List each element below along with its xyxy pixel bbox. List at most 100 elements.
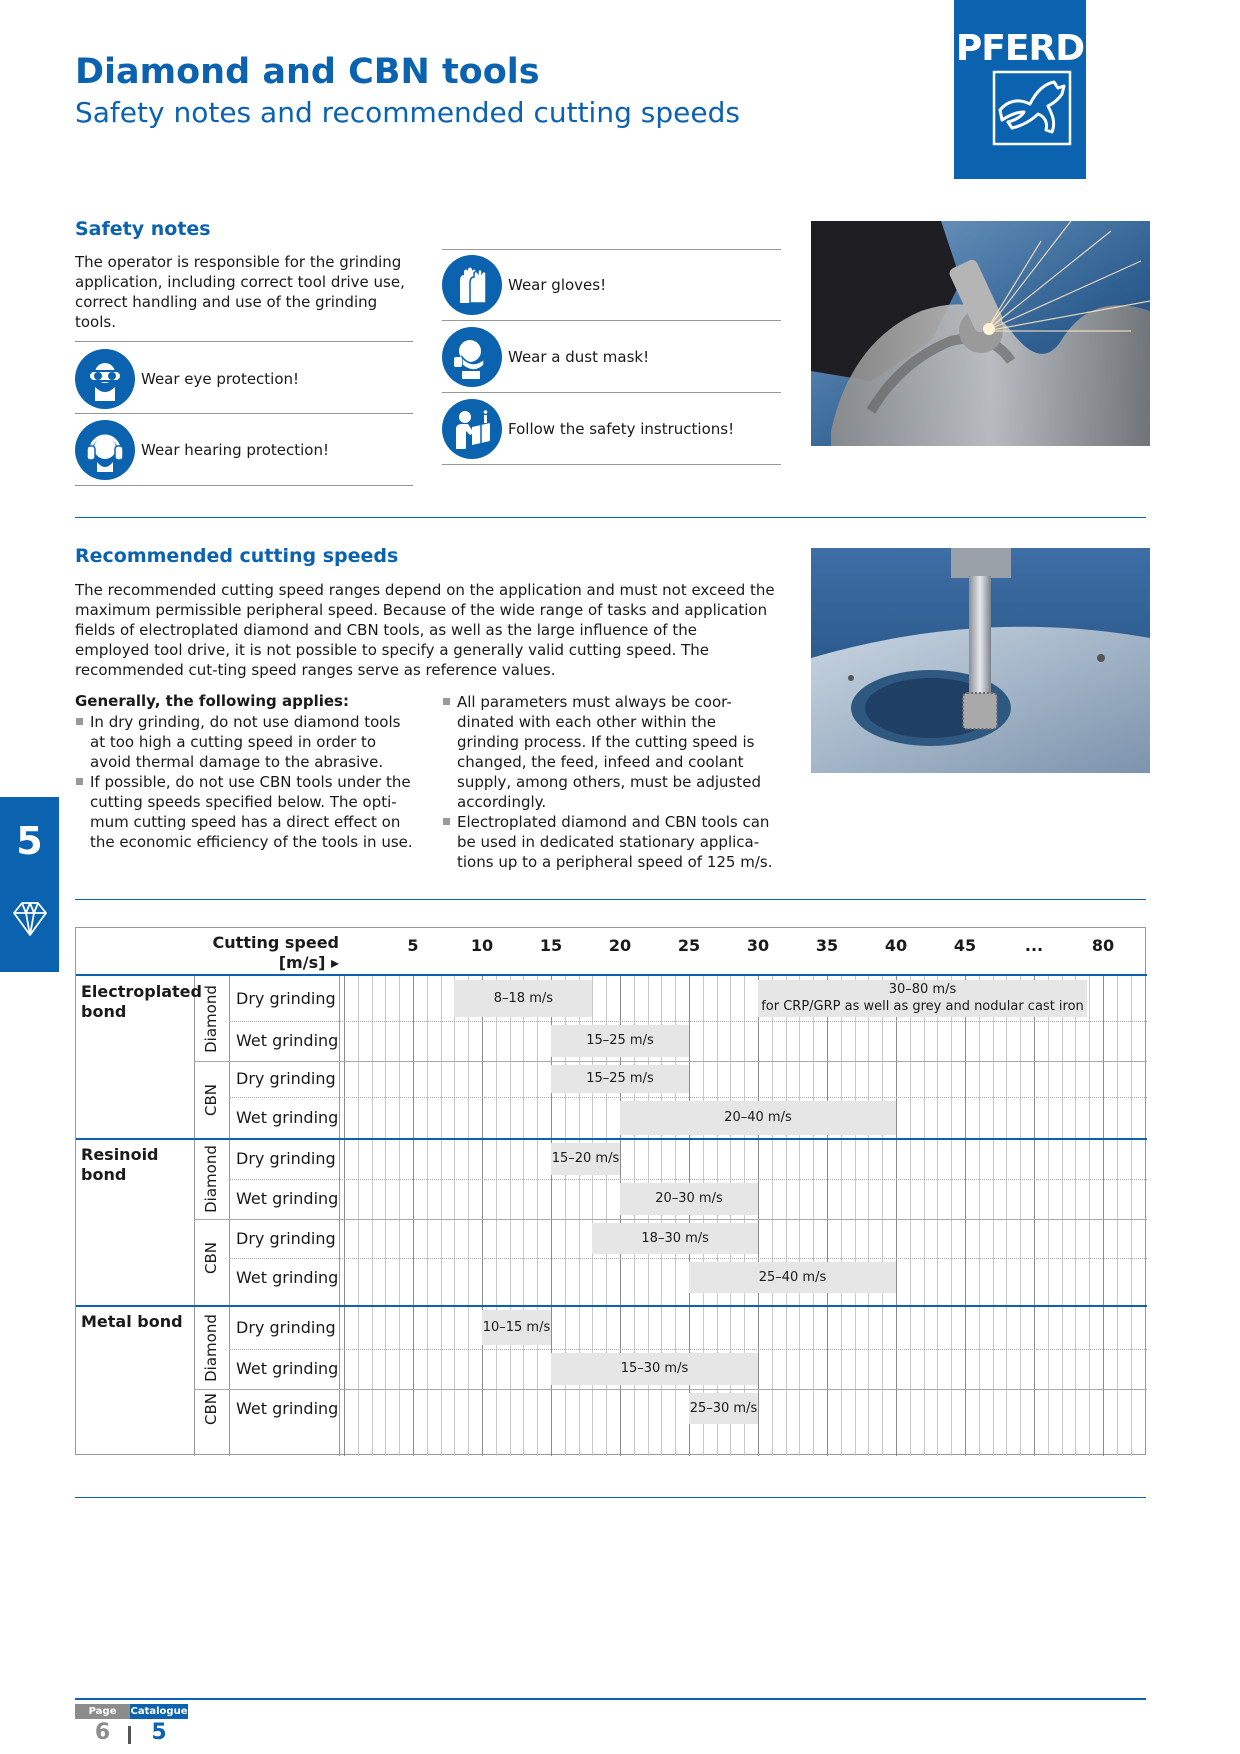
grid-line xyxy=(371,976,373,1456)
grid-line xyxy=(592,976,594,1456)
speed-range-note: for CRP/GRP as well as grey and nodular … xyxy=(761,999,1084,1014)
speed-range-bar: 10–15 m/s xyxy=(482,1310,551,1345)
grid-line xyxy=(744,976,746,1456)
bullet-item: Electroplated diamond and CBN tools can … xyxy=(442,812,782,872)
grid-line xyxy=(440,976,442,1456)
column-separator xyxy=(229,976,230,1456)
footer-separator xyxy=(128,1726,131,1744)
grid-line xyxy=(1047,976,1049,1456)
process-separator xyxy=(229,1179,1147,1180)
axis-title-line1: Cutting speed xyxy=(212,933,339,952)
speed-range-bar: 25–30 m/s xyxy=(689,1393,758,1424)
grid-line xyxy=(896,976,897,1456)
bond-separator xyxy=(76,1138,1147,1140)
axis-tick-label: 35 xyxy=(815,936,839,955)
axis-tick-label: 45 xyxy=(953,936,977,955)
process-label: Wet grinding xyxy=(236,1398,339,1418)
speeds-intro: The recommended cutting speed ranges dep… xyxy=(75,581,775,679)
column-separator xyxy=(194,976,195,1456)
general-heading: Generally, the following applies: xyxy=(75,692,349,710)
axis-tick-label: 10 xyxy=(470,936,494,955)
process-label: Wet grinding xyxy=(236,1267,339,1287)
process-separator xyxy=(229,1021,1147,1022)
axis-tick-label: 20 xyxy=(608,936,632,955)
grid-line xyxy=(413,976,414,1456)
safety-item-hearing: Wear hearing protection! xyxy=(75,420,329,480)
axis-tick-label: 40 xyxy=(884,936,908,955)
grid-line xyxy=(647,976,649,1456)
axis-title: Cutting speed [m/s] ▸ xyxy=(76,933,339,973)
grinding-sparks-photo xyxy=(811,221,1150,446)
safety-intro: The operator is responsible for the grin… xyxy=(75,253,405,331)
grid-line xyxy=(923,976,925,1456)
grid-line xyxy=(551,976,552,1456)
process-separator xyxy=(229,1097,1147,1098)
safety-item-instructions: Follow the safety instructions! xyxy=(442,399,734,459)
grid-line xyxy=(357,976,359,1456)
grid-line xyxy=(785,976,787,1456)
bond-label-line: bond xyxy=(81,1002,127,1021)
brand-logo-box: PFERD xyxy=(954,0,1086,179)
safety-heading: Safety notes xyxy=(75,218,211,240)
grid-line xyxy=(827,976,828,1456)
footer-catalogue-label: Catalogue xyxy=(130,1704,188,1719)
eye-protection-icon xyxy=(75,349,135,409)
process-separator xyxy=(229,1258,1147,1259)
material-label: Diamond xyxy=(202,984,220,1053)
grid-line xyxy=(702,976,704,1456)
grid-line xyxy=(813,976,815,1456)
grid-line xyxy=(344,976,345,1456)
bond-label: Metal bond xyxy=(81,1312,183,1332)
grid-line xyxy=(578,976,580,1456)
page-subtitle: Safety notes and recommended cutting spe… xyxy=(75,96,740,129)
grid-line xyxy=(1034,976,1035,1456)
material-label: CBN xyxy=(202,1084,220,1116)
grid-line xyxy=(868,976,870,1456)
speed-range-bar: 25–40 m/s xyxy=(689,1262,896,1293)
process-label: Wet grinding xyxy=(236,1108,339,1127)
material-label: CBN xyxy=(202,1242,220,1274)
material-separator xyxy=(194,1219,1147,1220)
grid-line xyxy=(454,976,456,1456)
material-separator xyxy=(194,1389,1147,1390)
grid-line xyxy=(426,976,428,1456)
grid-line xyxy=(799,976,801,1456)
process-label: Dry grinding xyxy=(236,988,336,1008)
grid-line xyxy=(675,976,677,1456)
grid-line xyxy=(854,976,856,1456)
grid-line xyxy=(399,976,401,1456)
grid-line xyxy=(689,976,690,1456)
bond-separator xyxy=(76,1305,1147,1307)
process-label: Dry grinding xyxy=(236,1317,336,1337)
safety-item-label: Wear gloves! xyxy=(508,276,607,294)
axis-tick-label: 80 xyxy=(1091,936,1115,955)
safety-item-label: Wear a dust mask! xyxy=(508,348,650,366)
process-label: Wet grinding xyxy=(236,1031,339,1050)
bullet-item: All parameters must always be coor-dinat… xyxy=(442,692,782,812)
horse-logo-icon xyxy=(992,70,1072,146)
speed-range-bar: 15–30 m/s xyxy=(551,1353,758,1385)
safety-item-label: Follow the safety instructions! xyxy=(508,420,735,438)
grid-line xyxy=(978,976,980,1456)
chapter-tab: 5 xyxy=(0,797,59,972)
axis-tick-label: 30 xyxy=(746,936,770,955)
bullet-item: In dry grinding, do not use diamond tool… xyxy=(75,712,415,772)
grid-line xyxy=(537,976,539,1456)
bullets-left: In dry grinding, do not use diamond tool… xyxy=(75,712,415,852)
chapter-number: 5 xyxy=(16,819,43,863)
footer-page-label: Page xyxy=(75,1704,130,1719)
safety-item-eye: Wear eye protection! xyxy=(75,349,299,409)
axis-tick-label: 25 xyxy=(677,936,701,955)
axis-title-line2: [m/s] ▸ xyxy=(278,953,339,972)
diamond-tool-photo xyxy=(811,548,1150,773)
grid-line xyxy=(951,976,953,1456)
safety-item-label: Wear hearing protection! xyxy=(141,441,330,459)
grid-line xyxy=(992,976,994,1456)
safety-item-gloves: Wear gloves! xyxy=(442,255,606,315)
bond-label-line: Resinoid xyxy=(81,1145,159,1164)
grid-line xyxy=(564,976,566,1456)
